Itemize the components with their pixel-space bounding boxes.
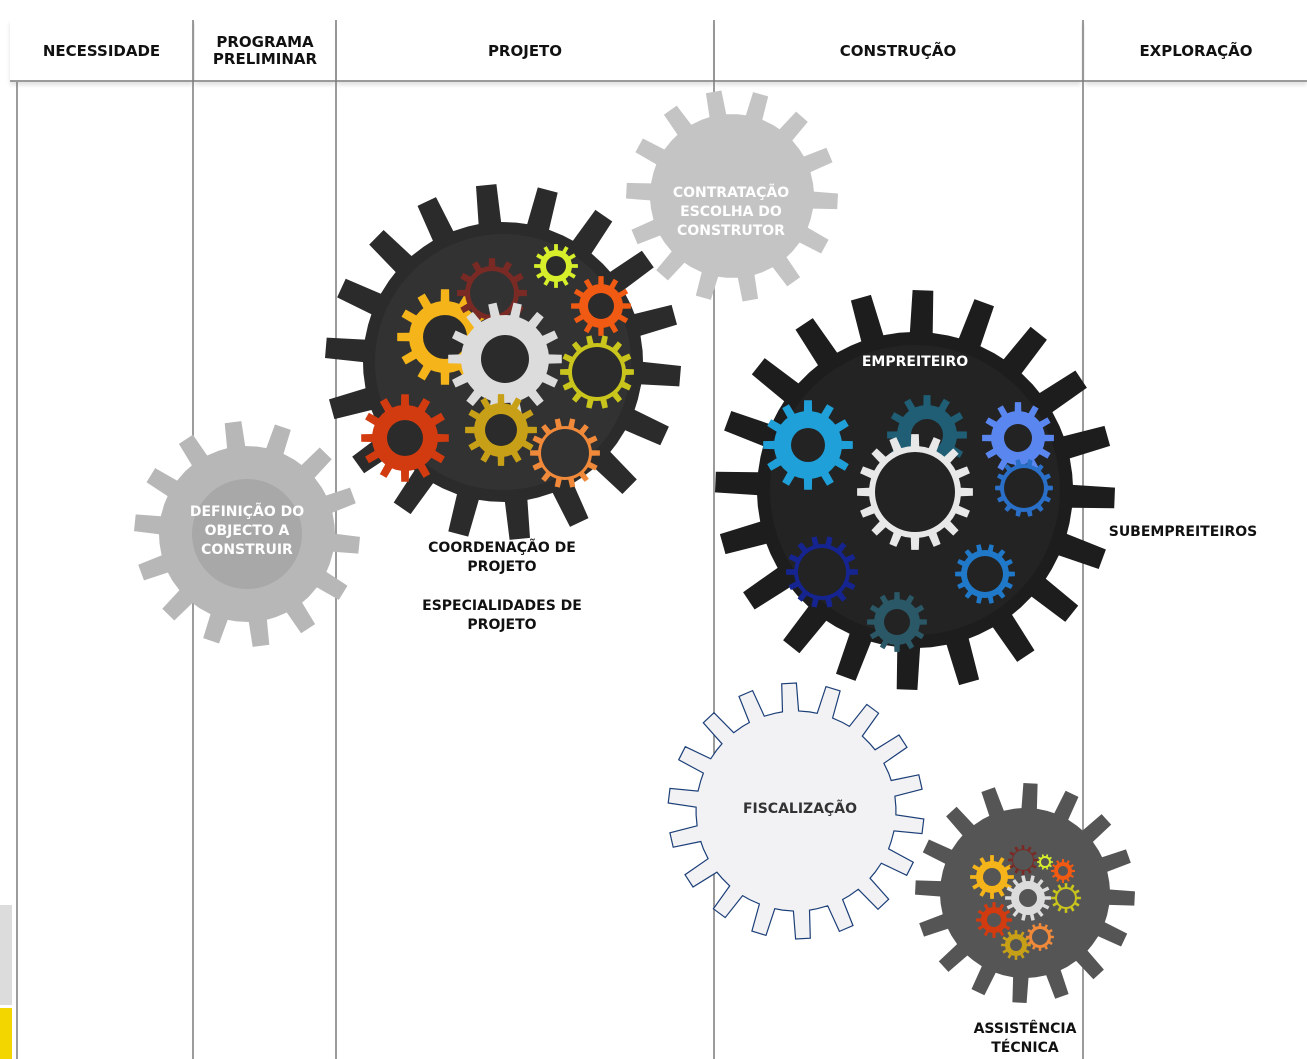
subgear-white2-hub (875, 452, 955, 532)
label-especialidades: ESPECIALIDADES DE PROJETO (422, 598, 582, 633)
gear-definicao-shade (192, 479, 302, 589)
corner-mark (0, 905, 12, 1005)
column-label: NECESSIDADE (42, 41, 161, 60)
subgear-a-red-hub (987, 913, 1001, 927)
header-projeto: PROJETO (337, 20, 713, 82)
gear-contratacao (626, 90, 838, 302)
column-label: PROJETO (487, 41, 563, 60)
gears-group (134, 90, 1135, 1003)
subgear-lightorange-hub (541, 429, 589, 477)
subgear-navy-hub (798, 548, 846, 596)
subgear-teal2-hub (884, 609, 910, 635)
subgear-blue2-hub (967, 556, 1003, 592)
subgear-yellowgreen-hub (572, 347, 622, 397)
column-label: EXPLORAÇÃO (1139, 41, 1253, 60)
header-exploracao: EXPLORAÇÃO (1085, 20, 1307, 82)
subgear-a-lime-hub (1041, 858, 1049, 866)
gear-label-empreiteiro: EMPREITEIRO (861, 354, 969, 370)
subgear-gold-hub (485, 414, 517, 446)
subgear-orange-hub (588, 293, 614, 319)
subgear-darkred-hub (470, 271, 514, 315)
subgear-blue-hub (1004, 468, 1044, 508)
subgear-a-white-hub (1019, 889, 1037, 907)
label-assistencia: ASSISTÊNCIA TÉCNICA (973, 1021, 1077, 1056)
subgear-periwinkle-hub (1004, 424, 1032, 452)
subgear-yellow-hub (423, 315, 467, 359)
label-subempreiteiros: SUBEMPREITEIROS (1108, 524, 1258, 540)
subgear-red-hub (387, 420, 423, 456)
header-programa-preliminar: PROGRAMA PRELIMINAR (195, 20, 335, 82)
gear-label-fiscalizacao: FISCALIZAÇÃO (742, 801, 858, 817)
subgear-cyan-hub (791, 428, 825, 462)
subgear-a-lightorange-hub (1032, 929, 1048, 945)
column-label: PROGRAMA PRELIMINAR (212, 33, 318, 68)
column-label: CONSTRUÇÃO (839, 41, 957, 60)
subgear-a-yellow-hub (983, 868, 1001, 886)
subgear-a-darkred-hub (1013, 850, 1033, 870)
label-coordenacao: COORDENAÇÃO DE PROJETO (428, 540, 576, 575)
subgear-a-yellowgreen-hub (1057, 889, 1075, 907)
header-necessidade: NECESSIDADE (10, 20, 193, 82)
gear-label-definicao: DEFINIÇÃO DO OBJECTO A CONSTRUIR (189, 504, 305, 558)
gear-label-contratacao: CONTRATAÇÃO ESCOLHA DO CONSTRUTOR (672, 185, 790, 239)
gear-fiscalizacao (667, 682, 925, 940)
subgear-a-gold-hub (1010, 939, 1022, 951)
subgear-a-orange-hub (1058, 866, 1068, 876)
subgear-lime-hub (546, 256, 566, 276)
subgear-white-hub (481, 335, 529, 383)
header-construcao: CONSTRUÇÃO (715, 20, 1081, 82)
corner-mark-yellow (0, 1008, 12, 1059)
